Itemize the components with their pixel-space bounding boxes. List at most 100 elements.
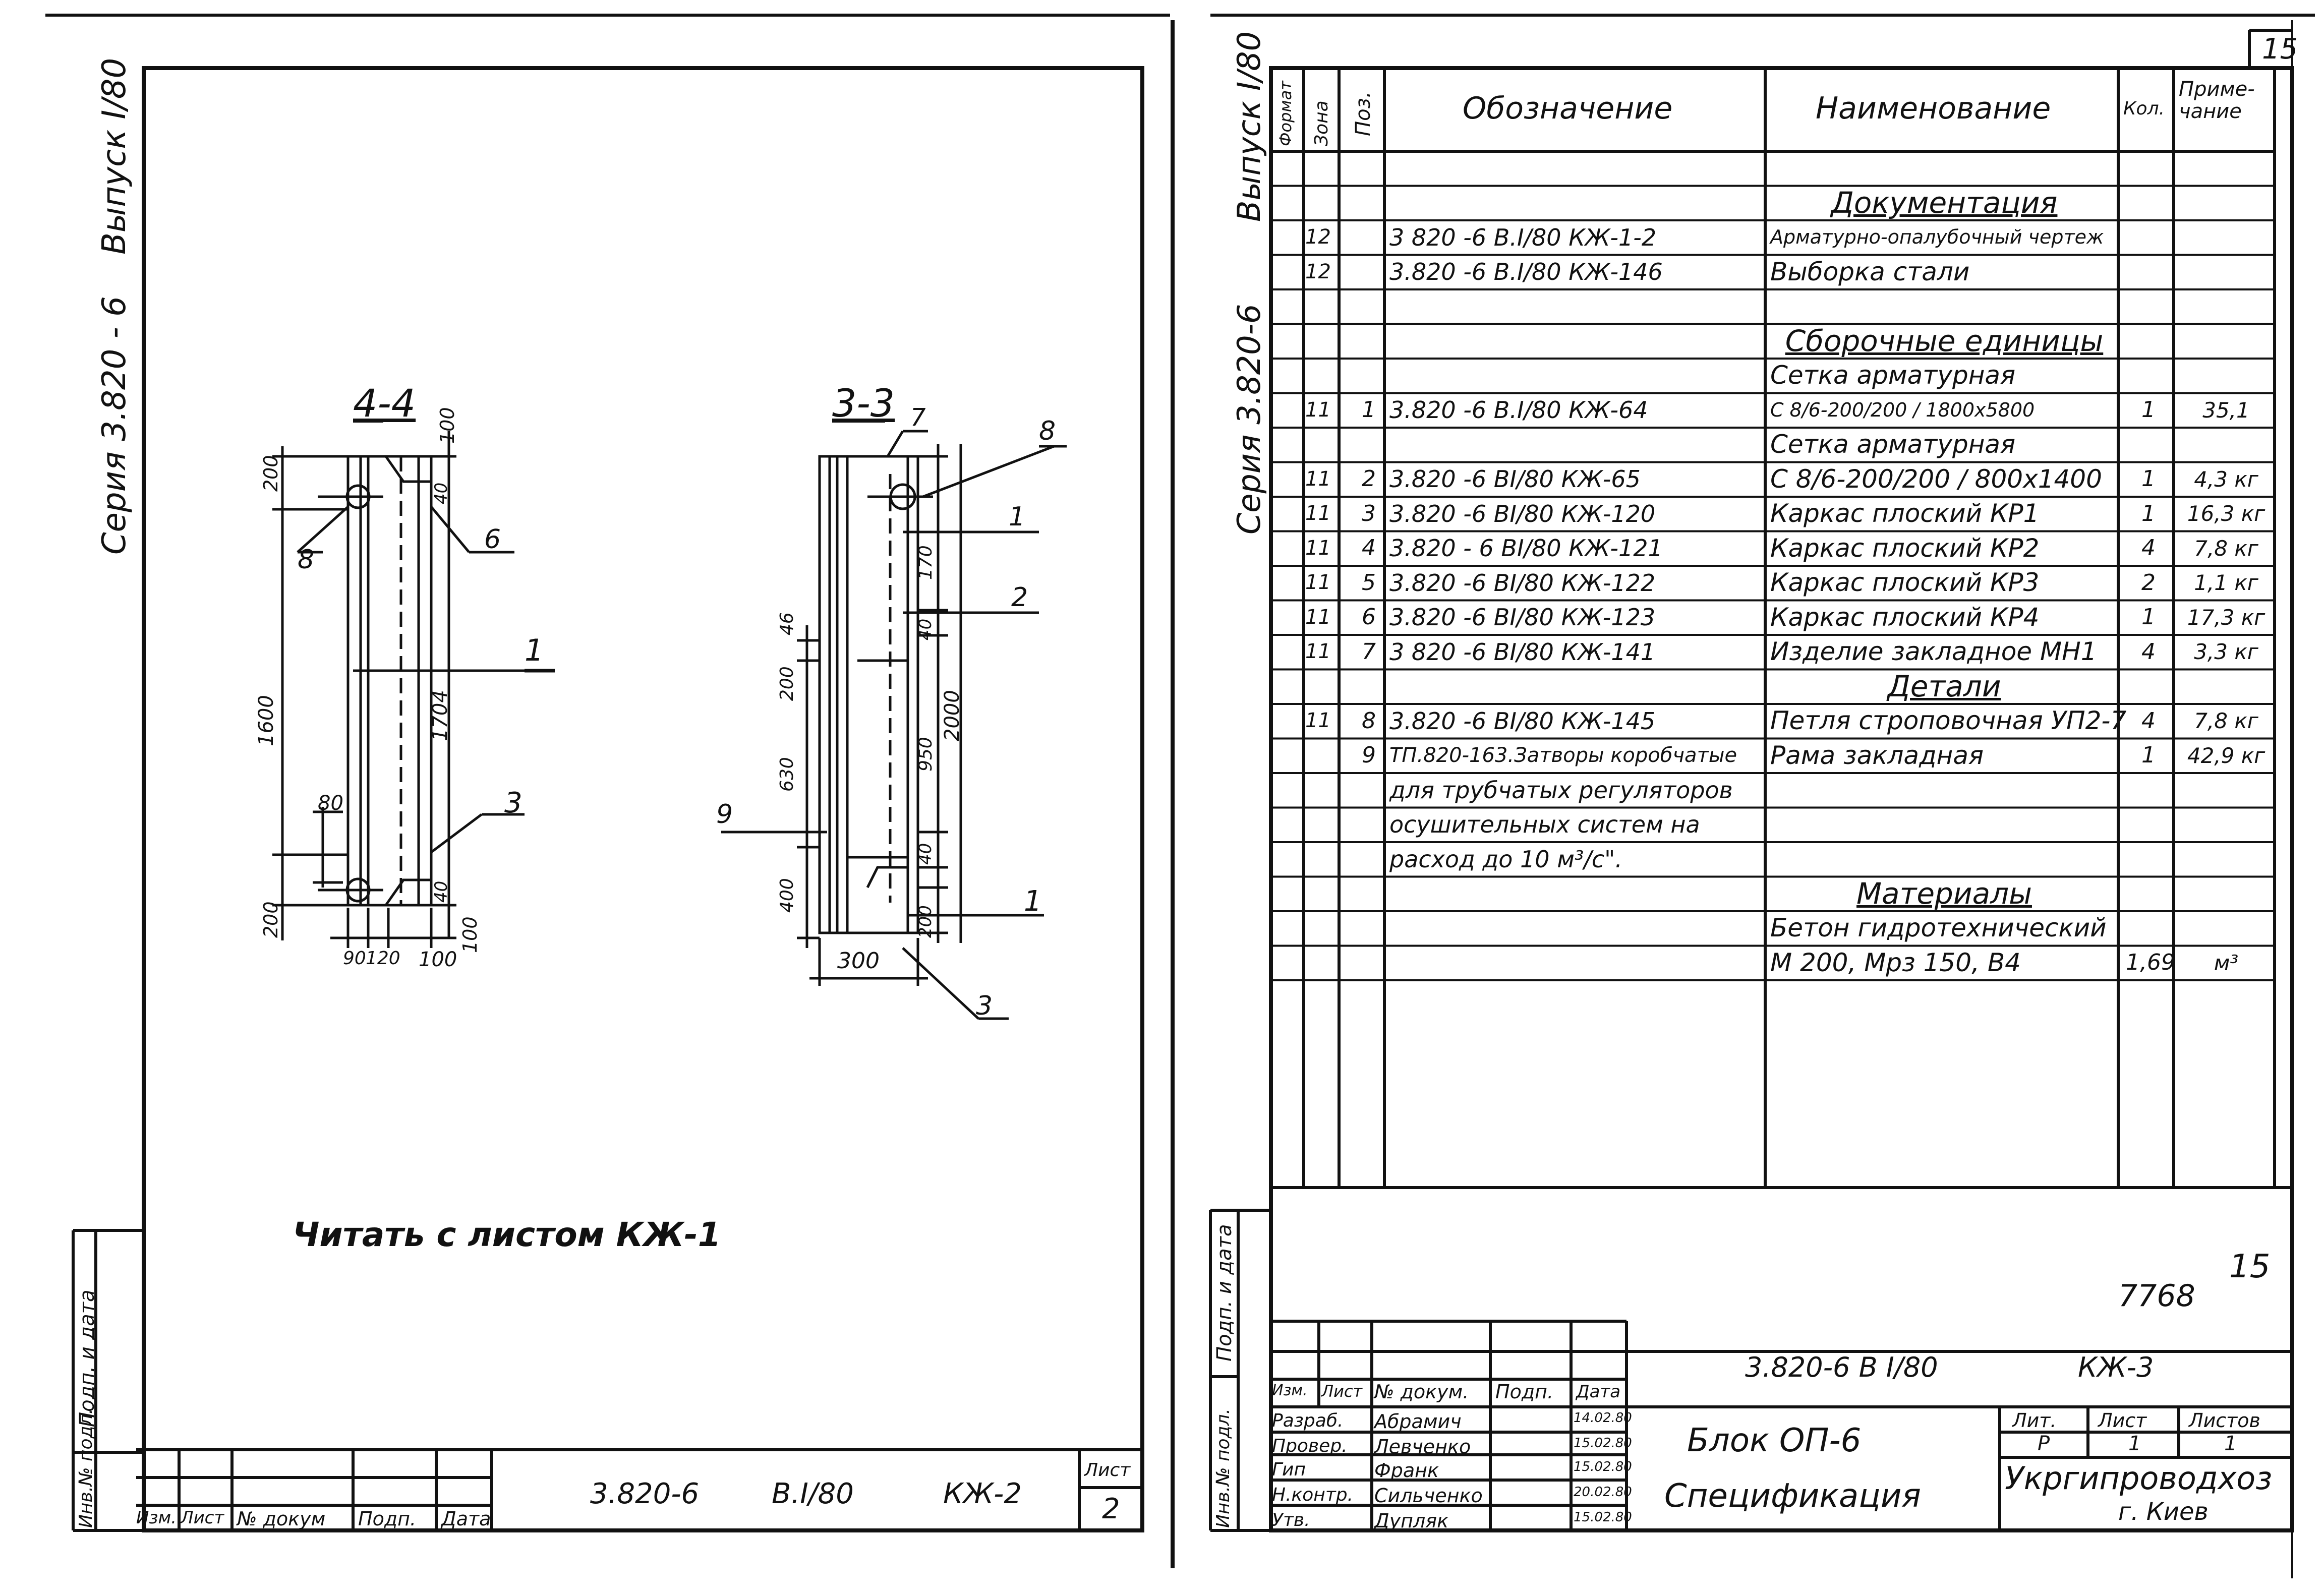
dim-3-3-2000: 2000 (941, 690, 964, 741)
dim-3-3-40-bottom: 40 (915, 843, 936, 865)
spec-cell-des: расход до 10 м³/с". (1389, 845, 1622, 873)
handwritten-page: 15 (2229, 1248, 2271, 1285)
tb-left-mark: КЖ-2 (943, 1477, 1022, 1510)
spec-cell-des: для трубчатых регуляторов (1389, 776, 1733, 804)
tb-person-role: Провер. (1272, 1436, 1348, 1456)
tb-right-title1: Блок ОП-6 (1687, 1422, 1862, 1459)
spec-cell-name: Рама закладная (1770, 740, 1984, 770)
dim-3-3-300: 300 (837, 948, 880, 974)
spec-cell-des: 3 820 -6 В.I/80 КЖ-1-2 (1389, 223, 1657, 251)
callout-4-4-6: 6 (484, 524, 501, 555)
dim-3-3-40-top: 40 (915, 618, 936, 640)
dim-3-3-400: 400 (777, 878, 797, 913)
spec-cell-des: 3.820 -6 В.I/80 КЖ-146 (1389, 258, 1663, 286)
spec-cell-pos: 2 (1362, 466, 1376, 492)
spec-cell-note: 3,3 кг (2194, 639, 2258, 665)
spec-cell-note: 7,8 кг (2194, 708, 2258, 734)
spec-cell-qty: 1 (2141, 466, 2156, 492)
spec-cell-name: С 8/6-200/200 / 1800x5800 (1770, 398, 2035, 421)
spec-cell-name: Сборочные единицы (1785, 323, 2104, 358)
tb-person-name: Левченко (1374, 1436, 1471, 1458)
dim-4-4-40-bottom: 40 (431, 880, 451, 903)
spec-cell-name: Бетон гидротехнический (1770, 913, 2107, 943)
dim-4-4-100-width: 100 (419, 948, 457, 971)
spec-cell-name: Каркас плоский КР4 (1770, 602, 2040, 632)
spec-cell-name: Сетка арматурная (1770, 430, 2016, 459)
header-name: Наименование (1816, 91, 2051, 126)
tb-right-mark: КЖ-3 (2078, 1351, 2154, 1383)
spec-cell-des: 3.820 -6 В.I/80 КЖ-64 (1389, 396, 1648, 424)
spec-cell-name: Арматурно-опалубочный чертеж (1770, 226, 2104, 249)
tb-left-col-sign: Подп. (358, 1508, 417, 1530)
spec-cell-fmt: 12 (1305, 260, 1331, 283)
reference-note: Читать с листом КЖ-1 (293, 1215, 721, 1254)
spec-cell-qty: 1 (2141, 500, 2156, 526)
spec-cell-qty: 4 (2141, 707, 2156, 734)
spec-cell-pos: 1 (1362, 397, 1376, 423)
tb-right-city: г. Киев (2118, 1498, 2209, 1526)
spec-cell-name: Петля строповочная УП2-7 (1770, 706, 2127, 736)
tb-left-col-doc: № докум (237, 1508, 326, 1530)
spec-cell-qty: 1 (2141, 397, 2156, 423)
tb-person-date: 20.02.80 (1574, 1485, 1632, 1500)
tb-person-role: Утв. (1272, 1510, 1310, 1530)
spec-cell-note: 7,8 кг (2194, 536, 2258, 561)
section-3-3-title: 3-3 (832, 381, 895, 426)
spec-cell-des: 3.820 -6 ВI/80 КЖ-65 (1389, 465, 1641, 493)
callout-4-4-3: 3 (504, 787, 522, 819)
spec-cell-note: 42,9 кг (2187, 743, 2265, 768)
spec-cell-name: Каркас плоский КР3 (1770, 568, 2040, 598)
spec-cell-pos: 9 (1362, 742, 1376, 769)
spec-cell-des: 3.820 -6 ВI/80 КЖ-120 (1389, 500, 1656, 527)
callout-4-4-1: 1 (525, 633, 544, 668)
tb-right-col-list: Лист (1321, 1382, 1363, 1401)
spec-cell-fmt: 11 (1305, 605, 1331, 629)
tb-right-lit-label: Лит. (2012, 1409, 2057, 1432)
spec-cell-qty: 1 (2141, 604, 2156, 630)
spec-cell-pos: 8 (1362, 707, 1376, 734)
dim-4-4-1600: 1600 (255, 695, 278, 746)
tb-left-col-list: Лист (181, 1508, 224, 1528)
header-designation: Обозначение (1463, 91, 1673, 126)
side-stamp-sign-right: Подп. и дата (1213, 1224, 1236, 1362)
spec-cell-name: М 200, Мрз 150, В4 (1770, 948, 2021, 977)
tb-left-series: 3.820-6 (590, 1477, 700, 1510)
dim-4-4-90: 90 (343, 948, 366, 969)
tb-right-col-date: Дата (1576, 1382, 1621, 1402)
dim-3-3-630: 630 (777, 757, 797, 792)
tb-right-title2: Спецификация (1664, 1477, 1921, 1515)
tb-right-lit: Р (2038, 1432, 2050, 1455)
series-label-right: Серия 3.820-6 (1231, 304, 1267, 535)
spec-cell-qty: 1 (2141, 742, 2156, 769)
header-zone: Зона (1311, 100, 1332, 146)
spec-cell-fmt: 11 (1305, 398, 1331, 422)
tb-right-org: Укргипроводхоз (2005, 1460, 2273, 1497)
tb-left-sheet-label: Лист (1084, 1460, 1131, 1481)
tb-right-sheet: 1 (2128, 1432, 2141, 1455)
dim-3-3-950: 950 (915, 737, 936, 772)
dim-4-4-100-bottom: 100 (459, 916, 481, 953)
tb-left-col-izm: Изм. (136, 1508, 177, 1528)
spec-cell-fmt: 11 (1305, 709, 1331, 733)
spec-cell-pos: 7 (1362, 638, 1376, 665)
header-note: Приме-чание (2179, 78, 2255, 123)
tb-person-role: Гип (1272, 1459, 1306, 1480)
callout-3-3-8: 8 (1039, 416, 1056, 446)
spec-cell-name: Сетка арматурная (1770, 361, 2016, 390)
tb-person-date: 15.02.80 (1574, 1459, 1632, 1474)
spec-cell-des: 3.820 -6 ВI/80 КЖ-145 (1389, 707, 1656, 735)
tb-person-role: Разраб. (1272, 1410, 1344, 1431)
spec-cell-name: Детали (1887, 669, 2001, 703)
spec-cell-des: 3 820 -6 ВI/80 КЖ-141 (1389, 638, 1656, 666)
spec-cell-name: Изделие закладное МН1 (1770, 637, 2097, 667)
tb-right-col-doc: № докум. (1374, 1381, 1469, 1403)
tb-left-col-date: Дата (441, 1508, 491, 1530)
tb-right-sheets: 1 (2224, 1432, 2237, 1455)
spec-cell-des: 3.820 - 6 ВI/80 КЖ-121 (1389, 535, 1663, 562)
spec-cell-qty: 2 (2141, 569, 2156, 596)
tb-right-col-izm: Изм. (1272, 1382, 1308, 1399)
spec-cell-pos: 6 (1362, 604, 1376, 630)
spec-cell-qty: 1,69 (2126, 950, 2175, 976)
tb-right-sheet-label: Лист (2098, 1409, 2147, 1432)
spec-cell-name: Каркас плоский КР1 (1770, 499, 2040, 528)
